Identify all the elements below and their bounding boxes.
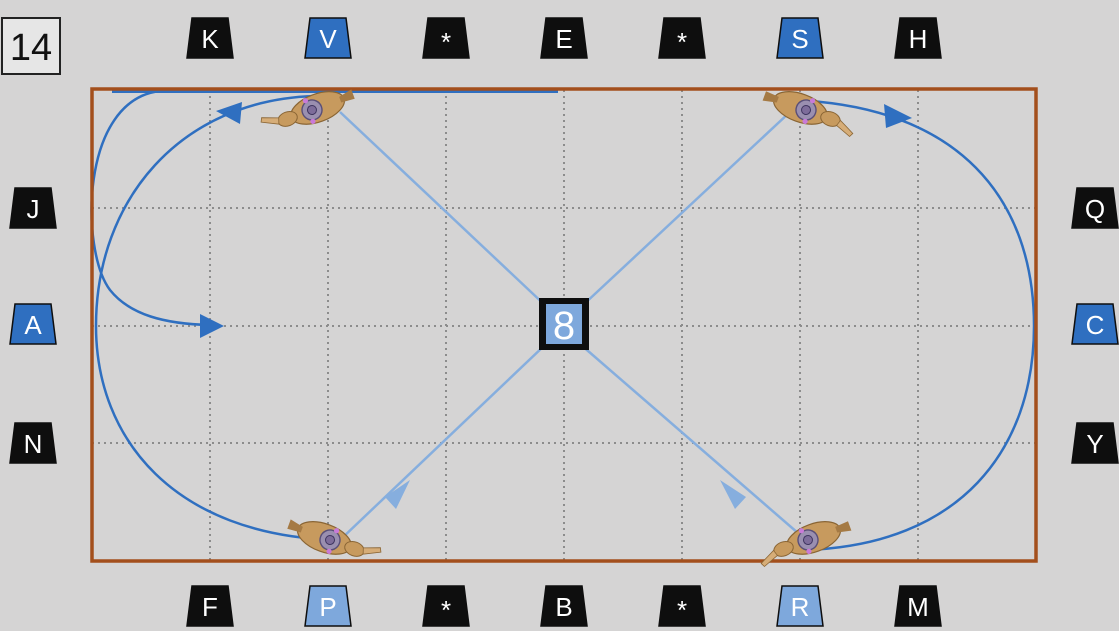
marker-shape bbox=[776, 585, 824, 627]
marker-top-2: * bbox=[422, 17, 470, 59]
marker-label: N bbox=[24, 429, 43, 459]
marker-top-5: S bbox=[776, 17, 824, 59]
marker-bottom-0: F bbox=[186, 585, 234, 627]
marker-shape bbox=[186, 17, 234, 59]
marker-top-6: H bbox=[894, 17, 942, 59]
marker-label: * bbox=[677, 595, 687, 625]
marker-shape bbox=[1071, 422, 1119, 464]
marker-bottom-1: P bbox=[304, 585, 352, 627]
marker-label: * bbox=[677, 27, 687, 57]
track-arrow-top-right bbox=[884, 104, 912, 128]
diagonal-paths bbox=[339, 111, 807, 541]
diagonal-arrow-bottom-right bbox=[720, 480, 746, 509]
arena bbox=[90, 87, 1038, 563]
center-marker: 8 bbox=[539, 298, 589, 350]
marker-right-2: Y bbox=[1071, 422, 1119, 464]
marker-shape bbox=[422, 585, 470, 627]
marker-label: S bbox=[791, 24, 808, 54]
marker-top-0: K bbox=[186, 17, 234, 59]
marker-label: F bbox=[202, 592, 218, 622]
marker-top-1: V bbox=[304, 17, 352, 59]
marker-shape bbox=[304, 585, 352, 627]
marker-shape bbox=[658, 17, 706, 59]
marker-left-2: N bbox=[9, 422, 57, 464]
arena-border bbox=[90, 87, 1038, 563]
marker-label: Y bbox=[1086, 429, 1103, 459]
marker-bottom-5: R bbox=[776, 585, 824, 627]
marker-top-3: E bbox=[540, 17, 588, 59]
track-paths bbox=[90, 89, 1036, 552]
marker-label: * bbox=[441, 595, 451, 625]
marker-shape bbox=[9, 422, 57, 464]
marker-shape bbox=[1071, 303, 1119, 345]
marker-bottom-2: * bbox=[422, 585, 470, 627]
track-arrow-left-middle bbox=[200, 314, 224, 338]
marker-shape bbox=[894, 17, 942, 59]
arena-letter-markers: K V * E * S H F P * B * R M J A N Q C Y bbox=[9, 17, 1119, 627]
marker-bottom-3: B bbox=[540, 585, 588, 627]
page-number: 14 bbox=[10, 27, 52, 69]
marker-shape bbox=[540, 585, 588, 627]
marker-label: K bbox=[201, 24, 219, 54]
marker-shape bbox=[422, 17, 470, 59]
marker-shape bbox=[1071, 187, 1119, 229]
marker-label: P bbox=[319, 592, 336, 622]
marker-label: J bbox=[27, 194, 40, 224]
marker-shape bbox=[540, 17, 588, 59]
marker-label: * bbox=[441, 27, 451, 57]
track-arrow-top-left bbox=[216, 102, 242, 124]
marker-shape bbox=[776, 17, 824, 59]
marker-label: R bbox=[791, 592, 810, 622]
marker-label: B bbox=[555, 592, 572, 622]
marker-shape bbox=[9, 303, 57, 345]
marker-shape bbox=[894, 585, 942, 627]
marker-label: Q bbox=[1085, 194, 1105, 224]
arena-grid bbox=[92, 90, 1036, 560]
marker-label: C bbox=[1086, 310, 1105, 340]
marker-shape bbox=[186, 585, 234, 627]
marker-label: H bbox=[909, 24, 928, 54]
marker-left-1: A bbox=[9, 303, 57, 345]
marker-right-0: Q bbox=[1071, 187, 1119, 229]
marker-top-4: * bbox=[658, 17, 706, 59]
marker-left-0: J bbox=[9, 187, 57, 229]
diagonal-arrow-bottom-left bbox=[385, 480, 410, 509]
marker-label: V bbox=[319, 24, 337, 54]
page-number-box: 14 bbox=[1, 17, 61, 75]
marker-label: M bbox=[907, 592, 929, 622]
marker-label: A bbox=[24, 310, 42, 340]
center-marker-label: 8 bbox=[553, 304, 575, 348]
marker-shape bbox=[304, 17, 352, 59]
marker-shape bbox=[658, 585, 706, 627]
marker-bottom-4: * bbox=[658, 585, 706, 627]
marker-bottom-6: M bbox=[894, 585, 942, 627]
marker-right-1: C bbox=[1071, 303, 1119, 345]
marker-label: E bbox=[555, 24, 572, 54]
marker-shape bbox=[9, 187, 57, 229]
